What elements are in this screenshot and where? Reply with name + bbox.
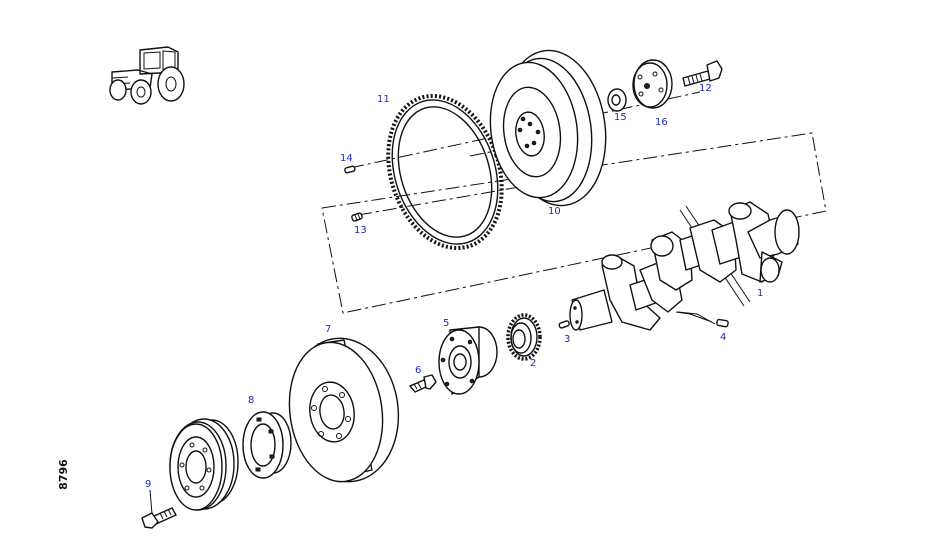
callout-16: 16 xyxy=(655,117,668,128)
dowel-pin-13 xyxy=(351,212,363,222)
drawing-number: 8796 xyxy=(56,459,70,490)
hub-bolt xyxy=(409,374,437,393)
flywheel xyxy=(489,49,607,207)
callout-2: 2 xyxy=(530,358,537,369)
crankshaft-pin xyxy=(716,318,729,328)
spacer-ring xyxy=(242,411,292,479)
callout-12: 12 xyxy=(699,83,712,94)
callout-1: 1 xyxy=(757,288,764,299)
leader-lines xyxy=(149,311,716,515)
pulley-hub xyxy=(438,326,498,395)
tractor-icon xyxy=(109,46,185,105)
callout-7: 7 xyxy=(325,324,332,335)
callout-15: 15 xyxy=(614,112,627,123)
callout-5: 5 xyxy=(443,318,450,329)
callout-3: 3 xyxy=(564,334,571,345)
washer xyxy=(607,88,627,112)
callout-10: 10 xyxy=(548,206,561,217)
woodruff-key xyxy=(558,320,570,329)
pulley-bolt xyxy=(141,507,177,529)
dowel-pin-14 xyxy=(344,165,356,174)
callout-13: 13 xyxy=(354,225,367,236)
callout-8: 8 xyxy=(248,395,255,406)
vibration-damper xyxy=(288,337,400,483)
retaining-plate xyxy=(632,59,673,109)
callout-11: 11 xyxy=(377,94,390,105)
crankshaft xyxy=(569,201,800,331)
callout-4: 4 xyxy=(720,332,727,343)
flywheel-bolt xyxy=(682,60,723,87)
belt-pulley xyxy=(169,418,239,511)
crankshaft-gear xyxy=(506,313,542,361)
callout-9: 9 xyxy=(145,479,152,490)
callout-6: 6 xyxy=(415,365,422,376)
callout-14: 14 xyxy=(340,153,353,164)
